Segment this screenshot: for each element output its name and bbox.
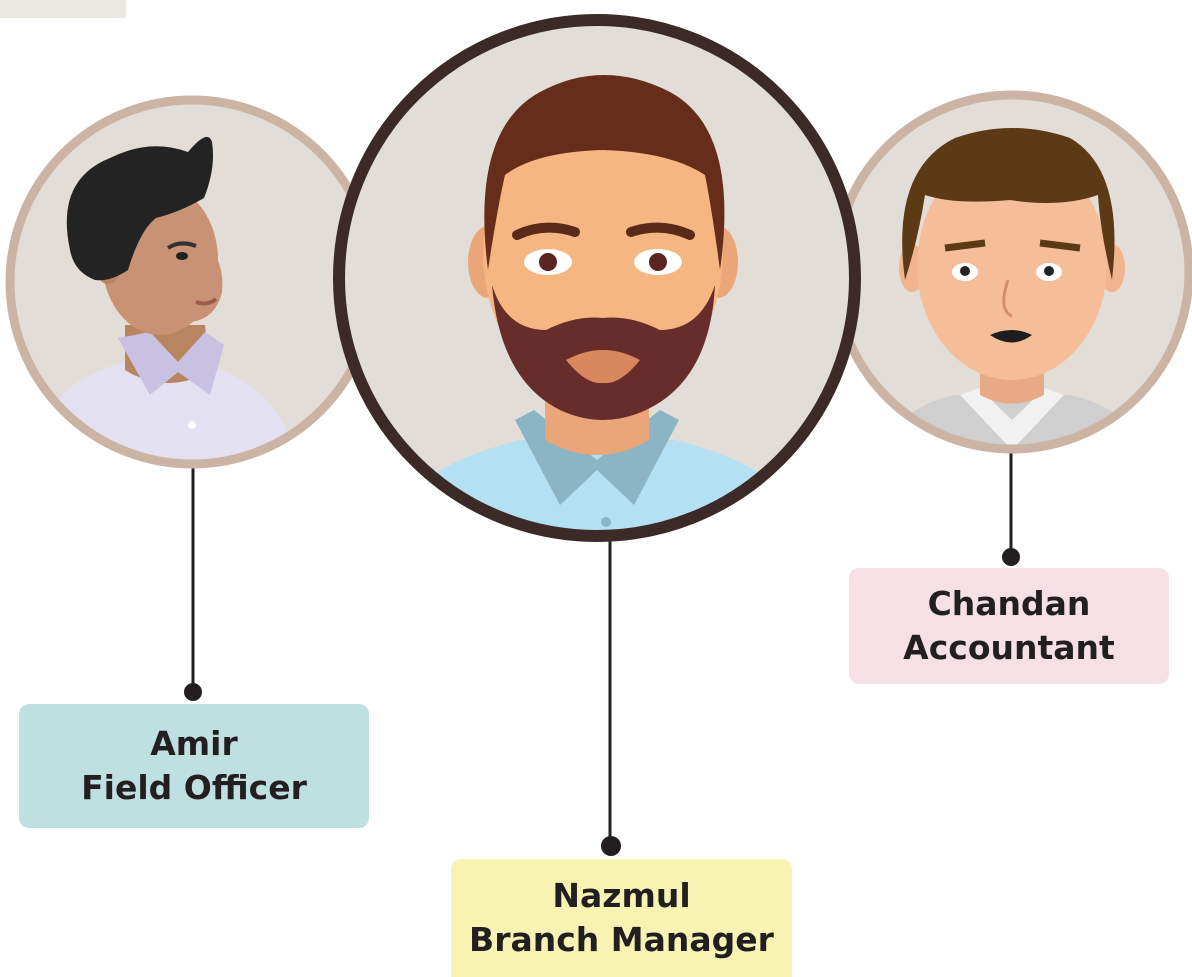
name-amir: Amir — [150, 724, 238, 763]
role-nazmul: Branch Manager — [469, 920, 774, 959]
label-chandan: Chandan Accountant — [849, 568, 1169, 684]
connector-dot-nazmul — [601, 836, 621, 856]
name-nazmul: Nazmul — [552, 876, 691, 915]
avatar-chandan — [830, 90, 1192, 454]
connector-dot-amir — [184, 683, 202, 701]
label-amir: Amir Field Officer — [19, 704, 369, 828]
avatar-nazmul — [333, 14, 861, 542]
role-amir: Field Officer — [81, 768, 307, 807]
corner-swatch — [0, 0, 126, 18]
role-chandan: Accountant — [903, 628, 1115, 667]
label-nazmul: Nazmul Branch Manager — [451, 859, 792, 977]
avatar-amir — [5, 95, 379, 469]
connector-dot-chandan — [1002, 548, 1020, 566]
name-chandan: Chandan — [927, 584, 1091, 623]
